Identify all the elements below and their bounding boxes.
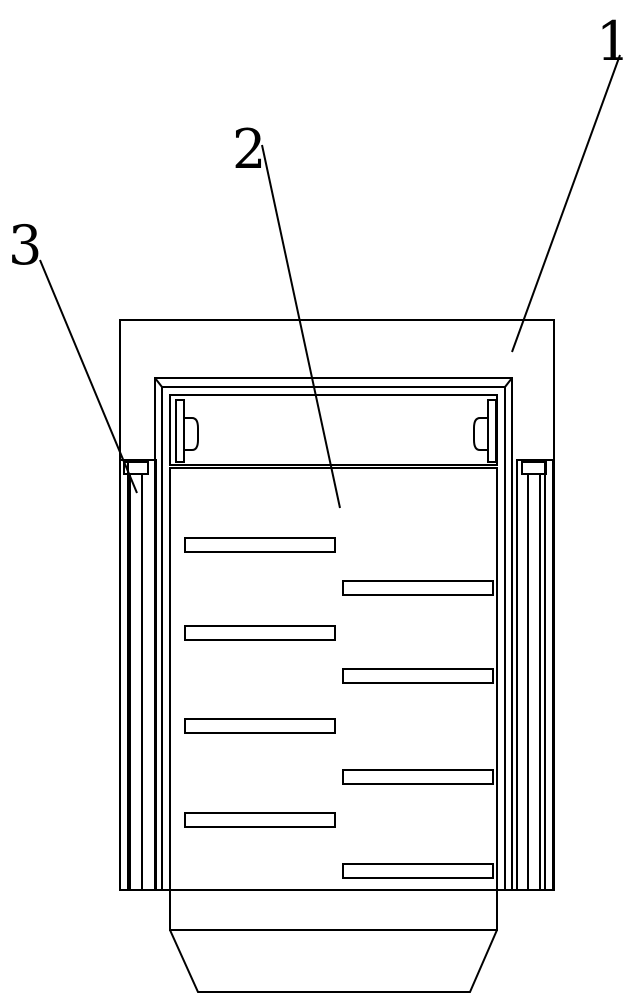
slot <box>184 812 336 828</box>
slot <box>184 718 336 734</box>
label-2: 2 <box>232 118 266 181</box>
left-rail <box>119 459 157 891</box>
right-rail <box>516 459 554 891</box>
slots <box>184 537 494 879</box>
leader-lines <box>39 54 621 509</box>
label-3: 3 <box>8 214 42 277</box>
drawer-body <box>169 467 498 993</box>
slot <box>184 537 336 553</box>
leader-line-1 <box>511 54 621 353</box>
slot <box>342 769 494 785</box>
leader-line-3 <box>39 259 138 494</box>
slot <box>342 668 494 684</box>
top-bar <box>169 394 498 466</box>
label-1: 1 <box>596 10 630 73</box>
slot <box>184 625 336 641</box>
leader-line-2 <box>261 144 341 509</box>
slot <box>342 863 494 879</box>
slot <box>342 580 494 596</box>
